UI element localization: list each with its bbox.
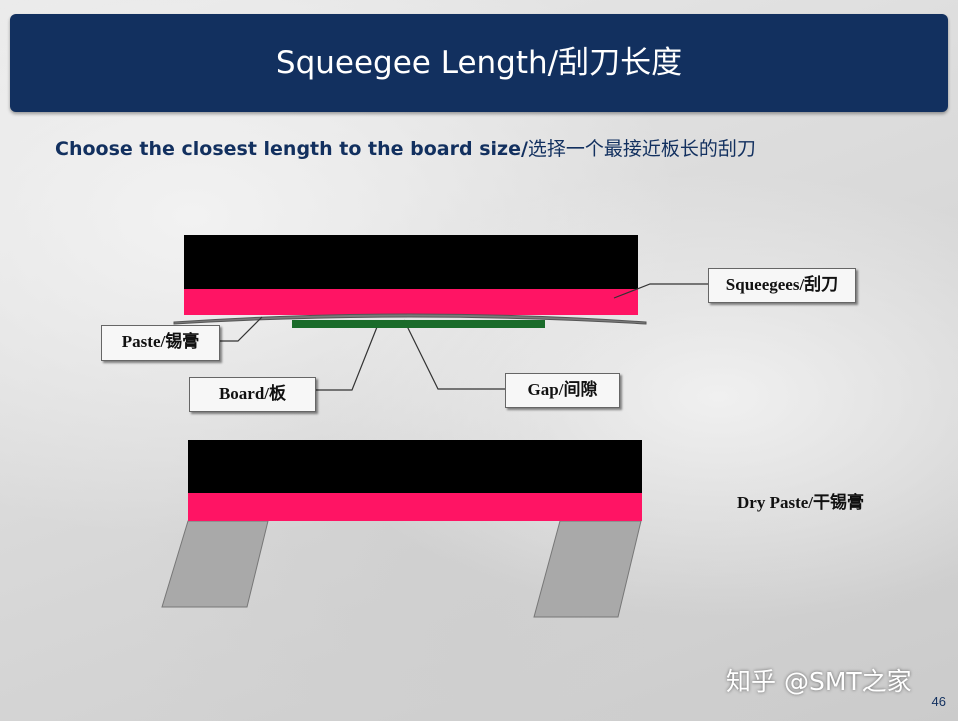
watermark: 知乎 @SMT之家 <box>726 667 912 696</box>
page-number: 46 <box>931 694 946 709</box>
squeegees-leader-line <box>613 283 708 299</box>
title-bar: Squeegee Length/刮刀长度 <box>10 14 948 112</box>
slide-title: Squeegee Length/刮刀长度 <box>275 45 683 81</box>
label-dry-paste: Dry Paste/干锡膏 <box>737 493 865 512</box>
callout-gap: Gap/间隙 <box>505 373 620 408</box>
subtitle-chinese: 选择一个最接近板长的刮刀 <box>527 138 756 160</box>
paste-leader-line <box>219 316 263 342</box>
dry-paste-block-right <box>533 520 642 618</box>
squeegee-blade-bottom <box>188 493 642 521</box>
callout-squeegees: Squeegees/刮刀 <box>708 268 856 303</box>
callout-paste: Paste/锡膏 <box>101 325 220 361</box>
callout-paste-text: Paste/锡膏 <box>121 332 200 351</box>
callout-squeegees-text: Squeegees/刮刀 <box>725 275 839 294</box>
subtitle-english: Choose the closest length to the board s… <box>55 138 528 160</box>
callout-gap-text: Gap/间隙 <box>527 380 598 399</box>
callout-board: Board/板 <box>189 377 316 412</box>
paste-layer <box>173 313 647 325</box>
board-bar <box>292 320 545 328</box>
squeegee-holder-top <box>184 235 638 289</box>
squeegee-blade-top <box>184 289 638 315</box>
dry-paste-block-left <box>161 520 269 608</box>
squeegee-holder-bottom <box>188 440 642 493</box>
slide-subtitle: Choose the closest length to the board s… <box>55 134 935 161</box>
gap-leader-line <box>403 319 505 390</box>
board-leader-line <box>315 326 378 391</box>
callout-board-text: Board/板 <box>218 384 287 403</box>
